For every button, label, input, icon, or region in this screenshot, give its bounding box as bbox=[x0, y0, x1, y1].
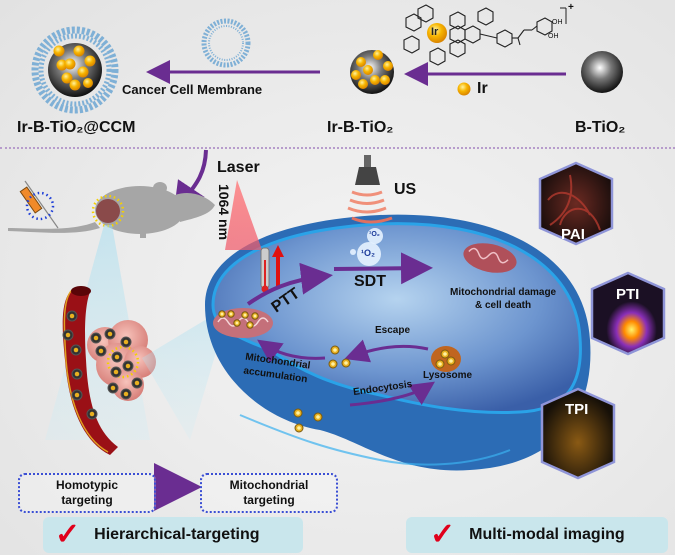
iridium-complex-structure bbox=[403, 4, 567, 66]
complex-center-atom: Ir bbox=[431, 26, 439, 38]
nanoparticle-core bbox=[297, 426, 301, 430]
damaged-mitochondrion bbox=[463, 243, 517, 273]
sdt-arrow bbox=[333, 252, 433, 285]
nanoparticle-core bbox=[134, 380, 140, 386]
hierarchical-targeting-pill: ✓ Hierarchical-targeting bbox=[43, 517, 303, 553]
nanoparticle-core bbox=[69, 313, 75, 319]
nanoparticle-core bbox=[449, 359, 453, 363]
damage-label-line1: Mitochondrial damage bbox=[450, 287, 557, 298]
heat-up-arrow bbox=[272, 245, 284, 257]
complex-oh-2: OH bbox=[548, 33, 559, 40]
nanoparticle-core bbox=[220, 312, 224, 316]
nanoparticle-core bbox=[123, 339, 129, 345]
multimodal-imaging-label: Multi-modal imaging bbox=[469, 526, 625, 543]
membrane-arrow-label: Cancer Cell Membrane bbox=[122, 82, 263, 97]
tumor-site bbox=[96, 199, 120, 223]
nanoparticle-core bbox=[73, 347, 79, 353]
nanoparticle-core bbox=[98, 348, 104, 354]
lysosome-label: Lysosome bbox=[423, 370, 473, 381]
wavelength-label: 1064 nm bbox=[216, 184, 232, 241]
b-tio2-sphere bbox=[581, 51, 623, 93]
complex-oh-1: OH bbox=[552, 19, 563, 26]
mitochondria-nanoparticles bbox=[218, 310, 259, 329]
check-icon: ✓ bbox=[55, 518, 81, 551]
cell-membrane-vesicle bbox=[201, 18, 251, 68]
ir-product-label: Ir-B-TiO₂ bbox=[327, 119, 394, 136]
nanoparticle-core bbox=[296, 411, 300, 415]
cell-zoom-beam bbox=[142, 305, 230, 440]
section-separator bbox=[0, 147, 675, 149]
nanoparticle-core bbox=[253, 314, 257, 318]
ultrasound-transducer-icon bbox=[347, 155, 393, 224]
sdt-label: SDT bbox=[354, 273, 386, 290]
iridium-atom bbox=[427, 23, 447, 43]
mouse-silhouette bbox=[8, 182, 215, 238]
endocytosis-arrow bbox=[349, 381, 435, 407]
escape-label: Escape bbox=[375, 325, 411, 336]
nanoparticle-core bbox=[74, 371, 80, 377]
blood-vessel bbox=[62, 286, 118, 455]
nanoparticle-core bbox=[344, 361, 348, 365]
b-tio2-label: B-TiO₂ bbox=[575, 119, 626, 136]
ir-legend-label: Ir bbox=[477, 80, 488, 97]
homotypic-line1: Homotypic bbox=[55, 478, 118, 492]
nanoparticle-core bbox=[243, 313, 247, 317]
nanoparticle-core bbox=[125, 363, 131, 369]
nanoparticle-core bbox=[438, 362, 442, 366]
hierarchical-targeting-label: Hierarchical-targeting bbox=[94, 526, 260, 543]
ir-legend-dot bbox=[457, 82, 471, 96]
pai-label: PAI bbox=[561, 226, 585, 243]
singlet-oxygen-large: ¹O₂ bbox=[361, 248, 375, 258]
thermometer-icon bbox=[260, 247, 270, 293]
nanoparticle-core bbox=[65, 332, 71, 338]
nanoparticle-core bbox=[74, 392, 80, 398]
nanoparticle-core bbox=[316, 415, 320, 419]
mitochondrial-line1: Mitochondrial bbox=[229, 478, 309, 492]
vessel-nanoparticles bbox=[62, 310, 143, 420]
ccm-nanoparticle bbox=[31, 26, 119, 114]
tpi-label: TPI bbox=[565, 401, 589, 418]
ccm-product-label: Ir-B-TiO₂@CCM bbox=[17, 119, 136, 136]
nanoparticle-core bbox=[235, 321, 239, 325]
hex-pai bbox=[538, 161, 614, 246]
us-label: US bbox=[394, 181, 417, 198]
free-nanoparticles bbox=[293, 345, 456, 433]
damage-label-line2: & cell death bbox=[474, 300, 532, 311]
nanoparticle-core bbox=[229, 312, 233, 316]
nanoparticle-core bbox=[331, 362, 335, 366]
nanoparticle-core bbox=[93, 335, 99, 341]
check-icon: ✓ bbox=[430, 518, 456, 551]
accumulation-arrow bbox=[257, 339, 326, 364]
nanoparticle-core bbox=[333, 348, 337, 352]
laser-label: Laser bbox=[217, 159, 260, 176]
multimodal-imaging-pill: ✓ Multi-modal imaging bbox=[406, 517, 668, 553]
nanoparticle-core bbox=[114, 354, 120, 360]
complex-charge: + bbox=[568, 2, 574, 13]
singlet-oxygen-small: ¹O₂ bbox=[369, 231, 380, 238]
nanoparticle-core bbox=[107, 331, 113, 337]
nanoparticle-core bbox=[110, 385, 116, 391]
nanoparticle-core bbox=[248, 323, 252, 327]
syringe-icon bbox=[19, 180, 59, 229]
nanoparticle-core bbox=[89, 411, 95, 417]
ir-nanoparticle bbox=[350, 50, 394, 94]
pti-label: PTI bbox=[616, 286, 640, 303]
ptt-arrow bbox=[246, 262, 333, 306]
hex-tpi bbox=[540, 387, 616, 480]
homotypic-line2: targeting bbox=[61, 493, 113, 507]
nanoparticle-core bbox=[443, 352, 447, 356]
mitochondrial-line2: targeting bbox=[243, 493, 295, 507]
hex-pti bbox=[590, 271, 666, 356]
nanoparticle-core bbox=[113, 369, 119, 375]
nanoparticle-core bbox=[123, 391, 129, 397]
escape-arrow bbox=[344, 339, 429, 363]
laser-beam bbox=[225, 180, 262, 250]
